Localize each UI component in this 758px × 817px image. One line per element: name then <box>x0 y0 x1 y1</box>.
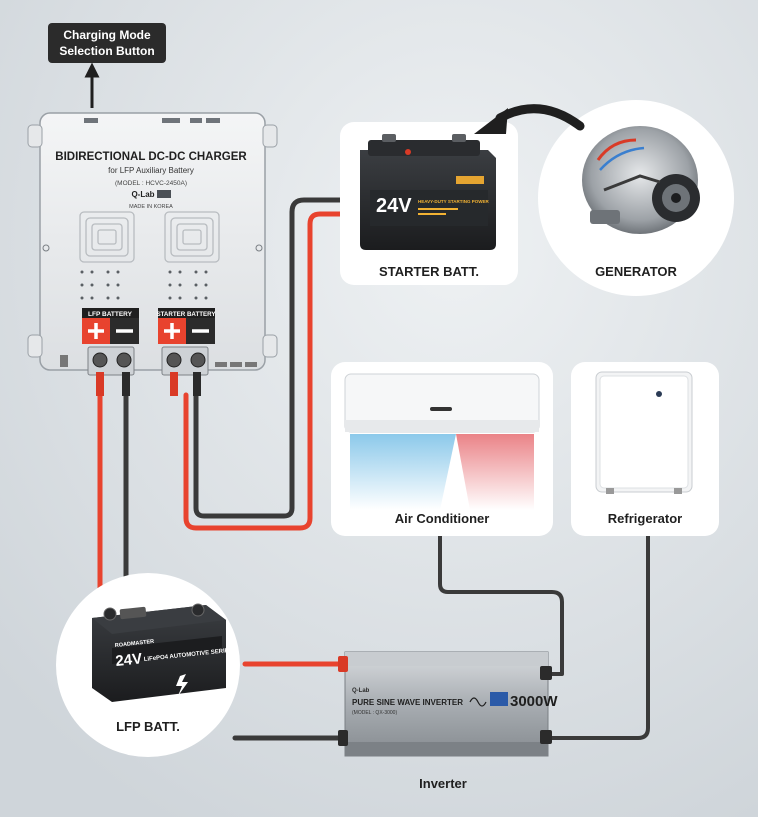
inverter-title: PURE SINE WAVE INVERTER <box>352 698 463 707</box>
lfp-battery-card: ROADMASTER 24V LiFePO4 AUTOMOTIVE SERIES… <box>56 573 240 757</box>
lightning-icon <box>176 674 188 696</box>
callout-line-2: Selection Button <box>59 44 154 58</box>
sine-wave-icon <box>469 697 487 707</box>
inverter-outlet-2 <box>540 730 552 744</box>
inverter-positive-terminal <box>338 656 348 672</box>
fan-grille-left-icon <box>79 211 135 263</box>
lfp-port-label: LFP BATTERY <box>88 311 133 318</box>
inverter-label: Inverter <box>419 776 467 791</box>
refrigerator-image <box>595 371 693 494</box>
charger-title: BIDIRECTIONAL DC-DC CHARGER <box>55 151 247 163</box>
refrigerator-card: Refrigerator <box>571 362 719 536</box>
mode-button <box>84 118 98 123</box>
lfp-battery-image: ROADMASTER 24V LiFePO4 AUTOMOTIVE SERIES <box>92 603 233 702</box>
charger-made-in: MADE IN KOREA <box>129 204 173 210</box>
starter-negative-cable <box>193 197 351 519</box>
lfp-battery-brand: ROADMASTER <box>115 639 155 649</box>
lfp-battery-label: LFP BATT. <box>116 719 180 734</box>
inverter: Q-Lab PURE SINE WAVE INVERTER (MODEL : Q… <box>338 651 558 757</box>
brand-badge-icon <box>157 190 171 198</box>
inverter-display <box>490 692 508 706</box>
starter-battery-card: 24V HEAVY-DUTY STARTING POWER STARTER BA… <box>340 122 518 285</box>
fan-grille-right-icon <box>164 211 220 263</box>
starter-positive-cable <box>183 211 351 531</box>
refrigerator-label: Refrigerator <box>608 511 682 526</box>
ac-power-cable <box>438 534 564 676</box>
cables <box>97 197 650 741</box>
vent-dots <box>80 270 208 300</box>
starter-port-label: STARTER BATTERY <box>156 311 216 318</box>
charger-terminals <box>87 346 209 396</box>
air-conditioner-image <box>344 373 540 510</box>
inverter-model: (MODEL : QX-3000) <box>352 710 397 716</box>
qr-icon <box>60 355 68 367</box>
lfp-battery-port: LFP BATTERY <box>82 308 139 344</box>
charger-subtitle: for LFP Auxiliary Battery <box>108 166 194 175</box>
charge-arrow-head <box>474 108 508 134</box>
generator-card: GENERATOR <box>538 100 734 296</box>
charger-brand: Q-Lab <box>131 190 154 199</box>
air-conditioner-label: Air Conditioner <box>395 511 490 526</box>
generator-image <box>582 126 700 234</box>
charger-model: (MODEL : HCVC-2450A) <box>115 180 187 187</box>
plus-icon <box>88 323 104 339</box>
air-conditioner-card: Air Conditioner <box>331 362 553 536</box>
fridge-power-cable <box>546 534 650 740</box>
lfp-battery-voltage: 24V <box>115 650 143 670</box>
generator-label: GENERATOR <box>595 264 677 279</box>
starter-battery-label: STARTER BATT. <box>379 264 479 279</box>
inverter-negative-terminal <box>338 730 348 746</box>
inverter-outlet-1 <box>540 666 552 680</box>
starter-battery-port: STARTER BATTERY <box>156 308 216 344</box>
starter-battery-voltage: 24V <box>376 195 412 217</box>
starter-battery-image: 24V HEAVY-DUTY STARTING POWER <box>360 134 496 250</box>
inverter-brand: Q-Lab <box>352 688 370 694</box>
starter-battery-tagline: HEAVY-DUTY STARTING POWER <box>418 199 490 204</box>
generator-to-starter-arrow <box>495 104 585 131</box>
inverter-power: 3000W <box>510 693 558 710</box>
charging-mode-callout: Charging Mode Selection Button <box>48 23 166 108</box>
callout-line-1: Charging Mode <box>63 28 151 42</box>
dc-dc-charger: BIDIRECTIONAL DC-DC CHARGER for LFP Auxi… <box>27 112 278 396</box>
plus-icon <box>164 323 180 339</box>
